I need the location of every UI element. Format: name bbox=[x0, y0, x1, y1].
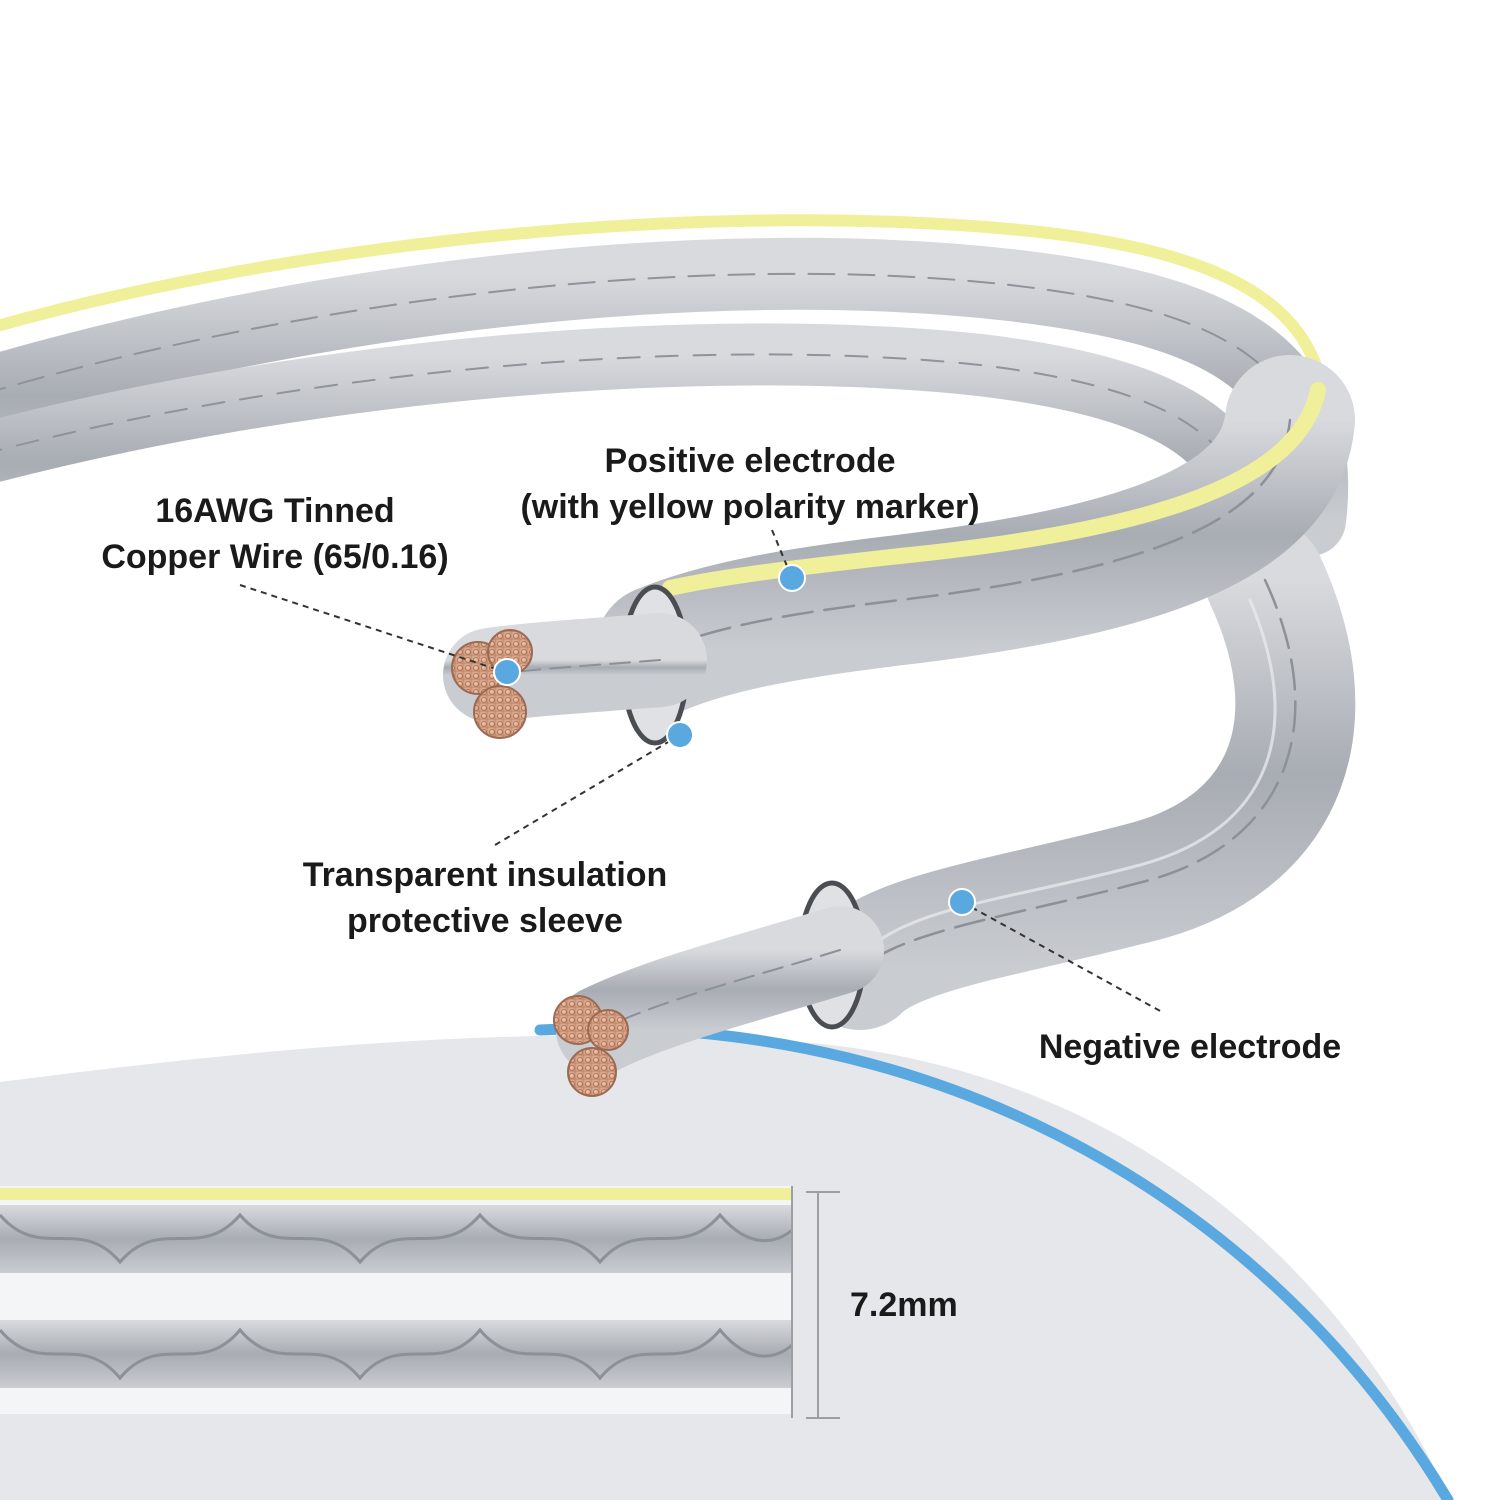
copper-cores-negative bbox=[553, 995, 629, 1097]
polarity-stripe-side bbox=[0, 1188, 792, 1200]
label-negative-electrode: Negative electrode bbox=[1038, 1028, 1342, 1066]
label-positive-electrode: Positive electrode (with yellow polarity… bbox=[470, 438, 1030, 530]
blue-dot-icon bbox=[493, 658, 521, 686]
callout-dots bbox=[493, 564, 976, 916]
polarity-stripe-front bbox=[662, 382, 1326, 596]
callout-lines bbox=[239, 529, 1163, 1013]
leader-positive bbox=[771, 529, 793, 579]
leader-sleeve bbox=[494, 734, 681, 846]
leader-wire bbox=[239, 584, 506, 673]
label-tinned-copper-wire: 16AWG Tinned Copper Wire (65/0.16) bbox=[60, 488, 490, 580]
label-tinned-copper-wire-line2: Copper Wire (65/0.16) bbox=[101, 538, 449, 576]
label-insulation-sleeve-line2: protective sleeve bbox=[347, 902, 623, 940]
label-insulation-sleeve: Transparent insulation protective sleeve bbox=[250, 852, 720, 944]
blue-dot-icon bbox=[948, 888, 976, 916]
label-tinned-copper-wire-line1: 16AWG Tinned bbox=[155, 492, 395, 530]
label-cable-width: 7.2mm bbox=[850, 1286, 958, 1324]
polarity-stripe-back bbox=[0, 214, 1332, 476]
blue-dot-icon bbox=[666, 721, 694, 749]
cable-side-view bbox=[0, 1186, 840, 1419]
label-positive-electrode-line2: (with yellow polarity marker) bbox=[520, 488, 980, 526]
blue-dot-icon bbox=[778, 564, 806, 592]
leader-negative bbox=[961, 901, 1163, 1013]
label-insulation-sleeve-line1: Transparent insulation bbox=[302, 856, 668, 894]
label-positive-electrode-line1: Positive electrode bbox=[604, 442, 896, 480]
vertical-bracket-icon bbox=[806, 1191, 840, 1419]
